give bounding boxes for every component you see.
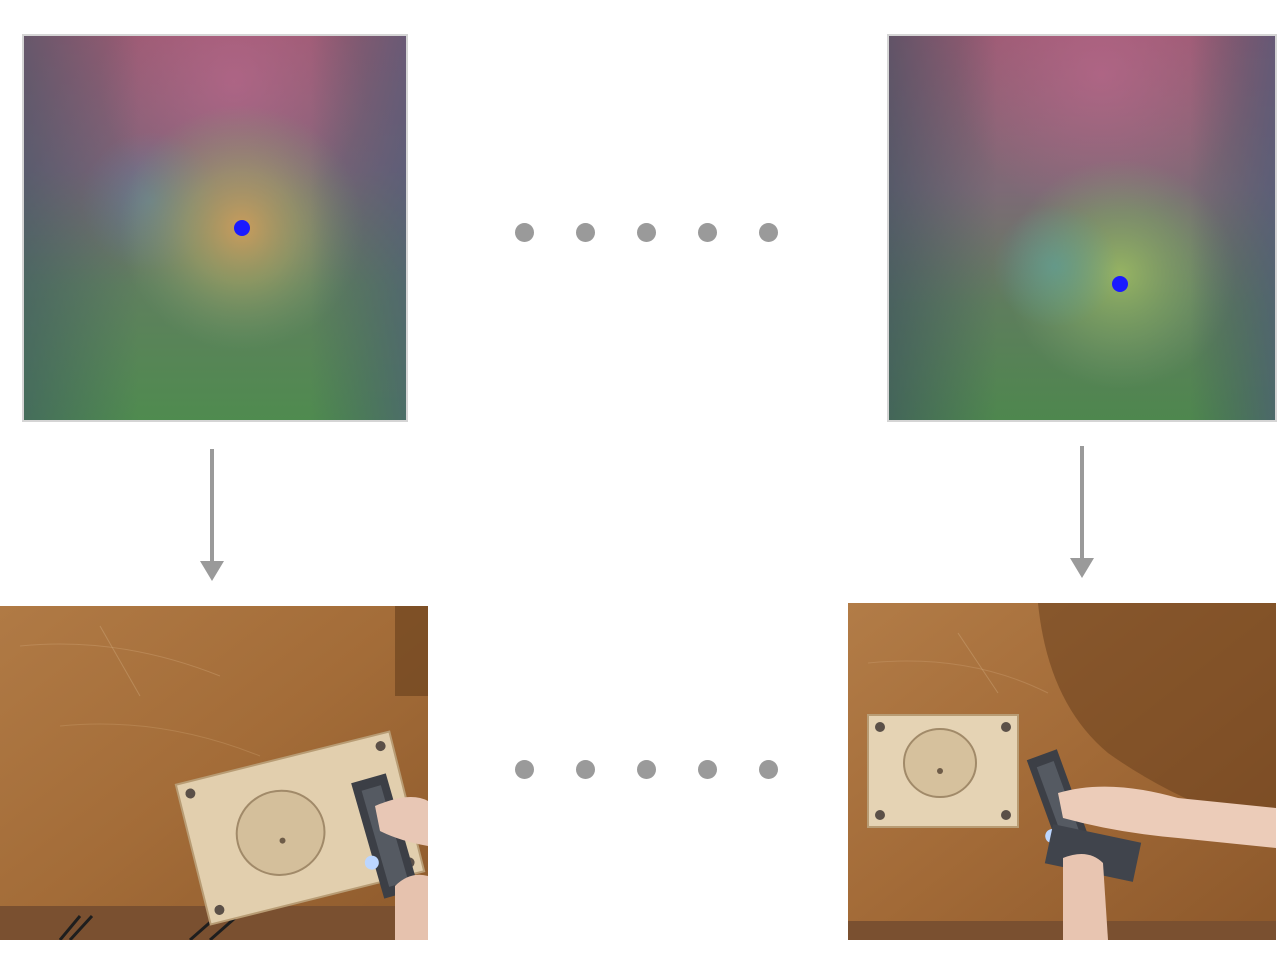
ellipsis-dot [515,223,534,242]
ellipsis-dot [515,760,534,779]
ellipsis-dot [637,760,656,779]
ellipsis-dot [759,760,778,779]
ellipsis-dot [576,760,595,779]
ellipsis-dots-bottom [515,760,778,779]
feature-map-right [887,34,1277,422]
keypoint-marker-left [234,220,250,236]
down-arrow-icon [196,449,228,585]
feature-map-left [22,34,408,422]
ellipsis-dot [759,223,778,242]
camera-frame-right [848,603,1276,940]
ellipsis-dot [637,223,656,242]
down-arrow-icon [1066,446,1098,582]
ellipsis-dot [698,223,717,242]
keypoint-marker-right [1112,276,1128,292]
ellipsis-dot [698,760,717,779]
ellipsis-dot [576,223,595,242]
ellipsis-dots-top [515,223,778,242]
camera-frame-left [0,606,428,940]
